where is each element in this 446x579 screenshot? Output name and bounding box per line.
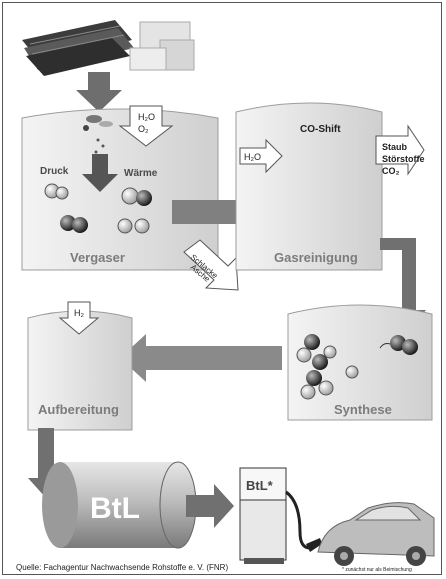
aufbereitung-label: Aufbereitung xyxy=(38,402,119,417)
aufbereitung-tank xyxy=(27,310,133,431)
impurities-output-arrow xyxy=(375,124,425,176)
fuel-pump xyxy=(239,467,322,564)
synthese-molecules xyxy=(296,334,418,400)
h2o-shift-label: H₂O xyxy=(244,152,261,162)
biomass-feed-arrow xyxy=(76,72,122,112)
stoerstoffe-label: Störstoffe xyxy=(382,154,425,164)
o2-input-label: O₂ xyxy=(138,124,149,134)
h2o-o2-input-arrow xyxy=(118,105,174,147)
btl-pump-label: BtL* xyxy=(246,478,274,493)
druck-label: Druck xyxy=(40,166,69,177)
btl-storage-tank xyxy=(42,461,197,549)
synthese-to-aufbereitung-arrow xyxy=(120,334,282,382)
h2-input-arrow xyxy=(58,301,100,335)
btl-tank-label: BtL xyxy=(90,492,140,525)
source-caption: Quelle: Fachagentur Nachwachsende Rohsto… xyxy=(16,563,228,572)
co-shift-label: CO-Shift xyxy=(300,124,341,135)
car-icon xyxy=(317,502,435,566)
vergaser-molecules xyxy=(44,183,152,234)
h2o-input-label: H₂O xyxy=(138,112,155,122)
biomass-wood-logs xyxy=(22,20,134,76)
waerme-label: Wärme xyxy=(124,168,158,179)
co2-label: CO₂ xyxy=(382,166,400,176)
staub-label: Staub xyxy=(382,142,408,152)
gasreinigung-tank xyxy=(235,102,383,271)
gasreinigung-to-synthese-arrow xyxy=(392,238,426,330)
vergaser-label: Vergaser xyxy=(70,250,125,265)
h2o-shift-input-arrow xyxy=(239,138,283,174)
btl-to-pump-arrow xyxy=(186,484,234,528)
vergaser-inner-arrow xyxy=(82,154,118,192)
synthese-label: Synthese xyxy=(334,402,392,417)
schlacke-asche-output-arrow xyxy=(183,239,239,291)
gasreinigung-label: Gasreinigung xyxy=(274,250,358,265)
footnote-text: * zunächst nur als Beimischung xyxy=(342,567,412,573)
gasification-particles xyxy=(83,115,113,154)
h2-input-label: H₂ xyxy=(74,308,84,318)
biomass-straw-bales xyxy=(129,21,195,71)
